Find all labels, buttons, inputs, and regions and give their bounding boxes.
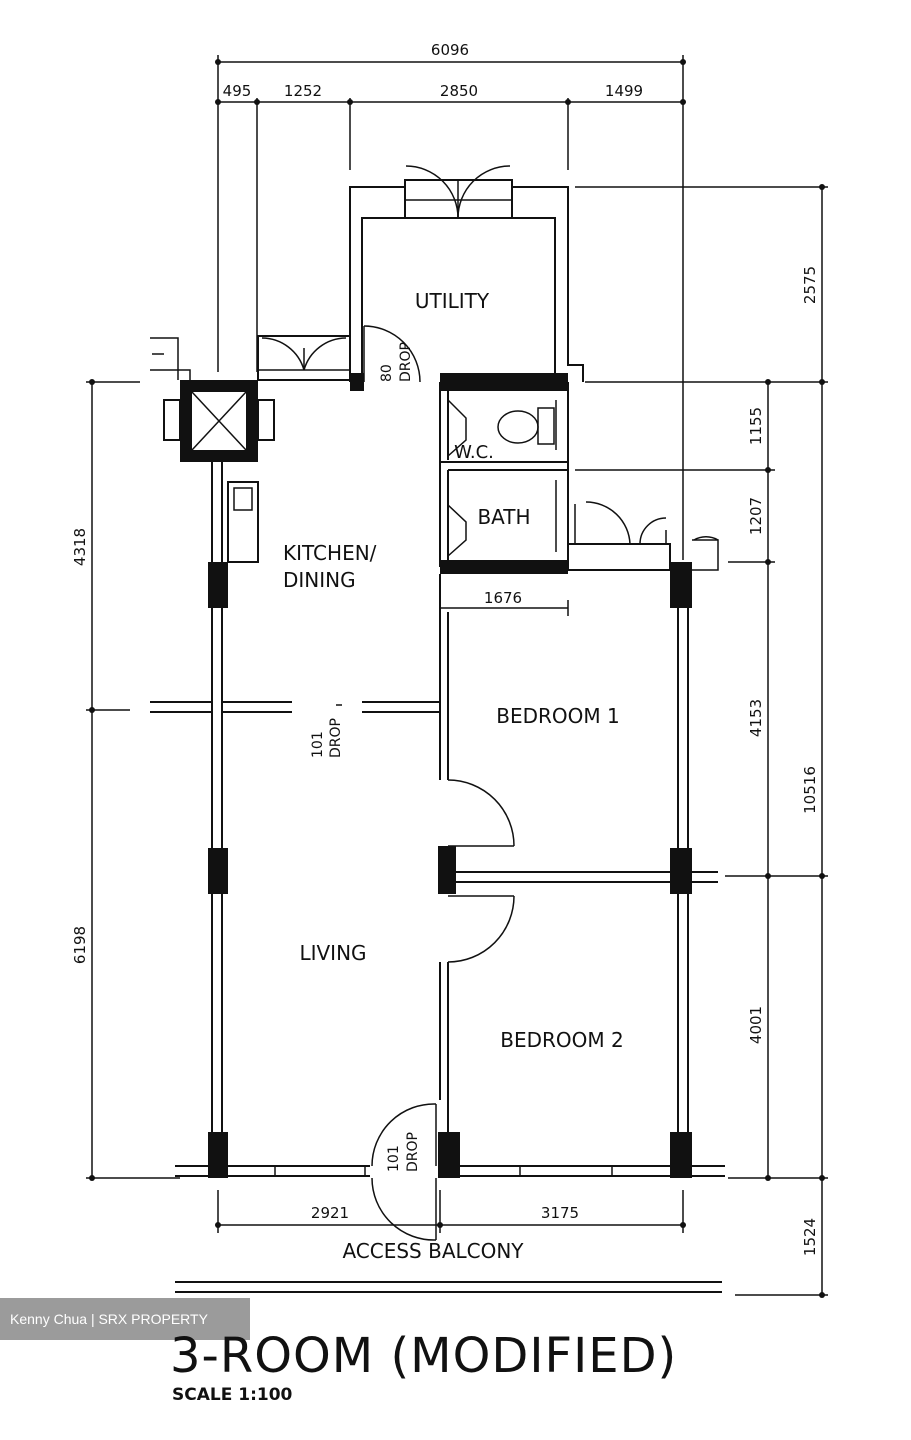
right-wall xyxy=(567,501,719,1178)
kitchen-drop-value: 101 xyxy=(310,731,326,758)
dim-right-4001: 4001 xyxy=(747,1006,765,1044)
dim-right-1155: 1155 xyxy=(747,407,765,445)
utility-drop-value: 80 xyxy=(379,364,395,382)
utility-drop-label: DROP xyxy=(398,342,414,382)
dim-bottom-3175: 3175 xyxy=(541,1204,579,1222)
dim-top-seg-1: 495 xyxy=(223,82,252,100)
access-balcony: ACCESS BALCONY xyxy=(175,1239,722,1293)
kitchen-window xyxy=(257,335,351,381)
dim-top-seg-3: 2850 xyxy=(440,82,478,100)
label-living: LIVING xyxy=(299,941,366,965)
wet-areas xyxy=(439,382,569,567)
watermark-box xyxy=(0,1298,250,1340)
thick-walls xyxy=(350,373,568,574)
left-dimensions: 4318 6198 xyxy=(71,379,180,1181)
entrance-drop-label: DROP xyxy=(405,1132,421,1172)
dim-right-1207: 1207 xyxy=(747,497,765,535)
dim-right-4153: 4153 xyxy=(747,699,765,737)
plan-scale: SCALE 1:100 xyxy=(172,1385,293,1405)
label-bedroom-1: BEDROOM 1 xyxy=(496,704,619,728)
watermark-text: Kenny Chua | SRX PROPERTY xyxy=(10,1311,209,1327)
top-dimensions: 6096 495 1252 2850 1499 xyxy=(215,41,686,560)
dim-bath-1676: 1676 xyxy=(484,589,522,607)
utility-room: 80 DROP xyxy=(349,165,584,383)
label-wc: W.C. xyxy=(454,442,494,463)
dim-left-4318: 4318 xyxy=(71,528,89,566)
dim-bottom-2921: 2921 xyxy=(311,1204,349,1222)
label-access-balcony: ACCESS BALCONY xyxy=(342,1239,524,1263)
dim-left-6198: 6198 xyxy=(71,926,89,964)
kitchen-drop-label: DROP xyxy=(328,718,344,758)
dim-right-10516: 10516 xyxy=(801,766,819,814)
right-dimensions: 2575 10516 1524 1155 1207 4153 4001 xyxy=(575,184,828,1298)
dim-top-seg-4: 1499 xyxy=(605,82,643,100)
label-utility: UTILITY xyxy=(415,289,490,313)
service-shaft xyxy=(150,337,275,462)
plan-title: 3-ROOM (MODIFIED) xyxy=(170,1328,677,1384)
dim-right-1524: 1524 xyxy=(801,1218,819,1256)
dim-right-2575: 2575 xyxy=(801,266,819,304)
label-kitchen-line1: KITCHEN/ xyxy=(283,541,377,565)
label-bath: BATH xyxy=(477,505,530,529)
bottom-wall: 101 DROP xyxy=(175,1103,725,1241)
entrance-drop-value: 101 xyxy=(386,1145,402,1172)
label-bedroom-2: BEDROOM 2 xyxy=(500,1028,623,1052)
dim-top-total: 6096 xyxy=(431,41,469,59)
label-kitchen-line2: DINING xyxy=(283,568,356,592)
dim-top-seg-2: 1252 xyxy=(284,82,322,100)
bottom-dimensions: 2921 3175 1676 xyxy=(215,589,686,1233)
